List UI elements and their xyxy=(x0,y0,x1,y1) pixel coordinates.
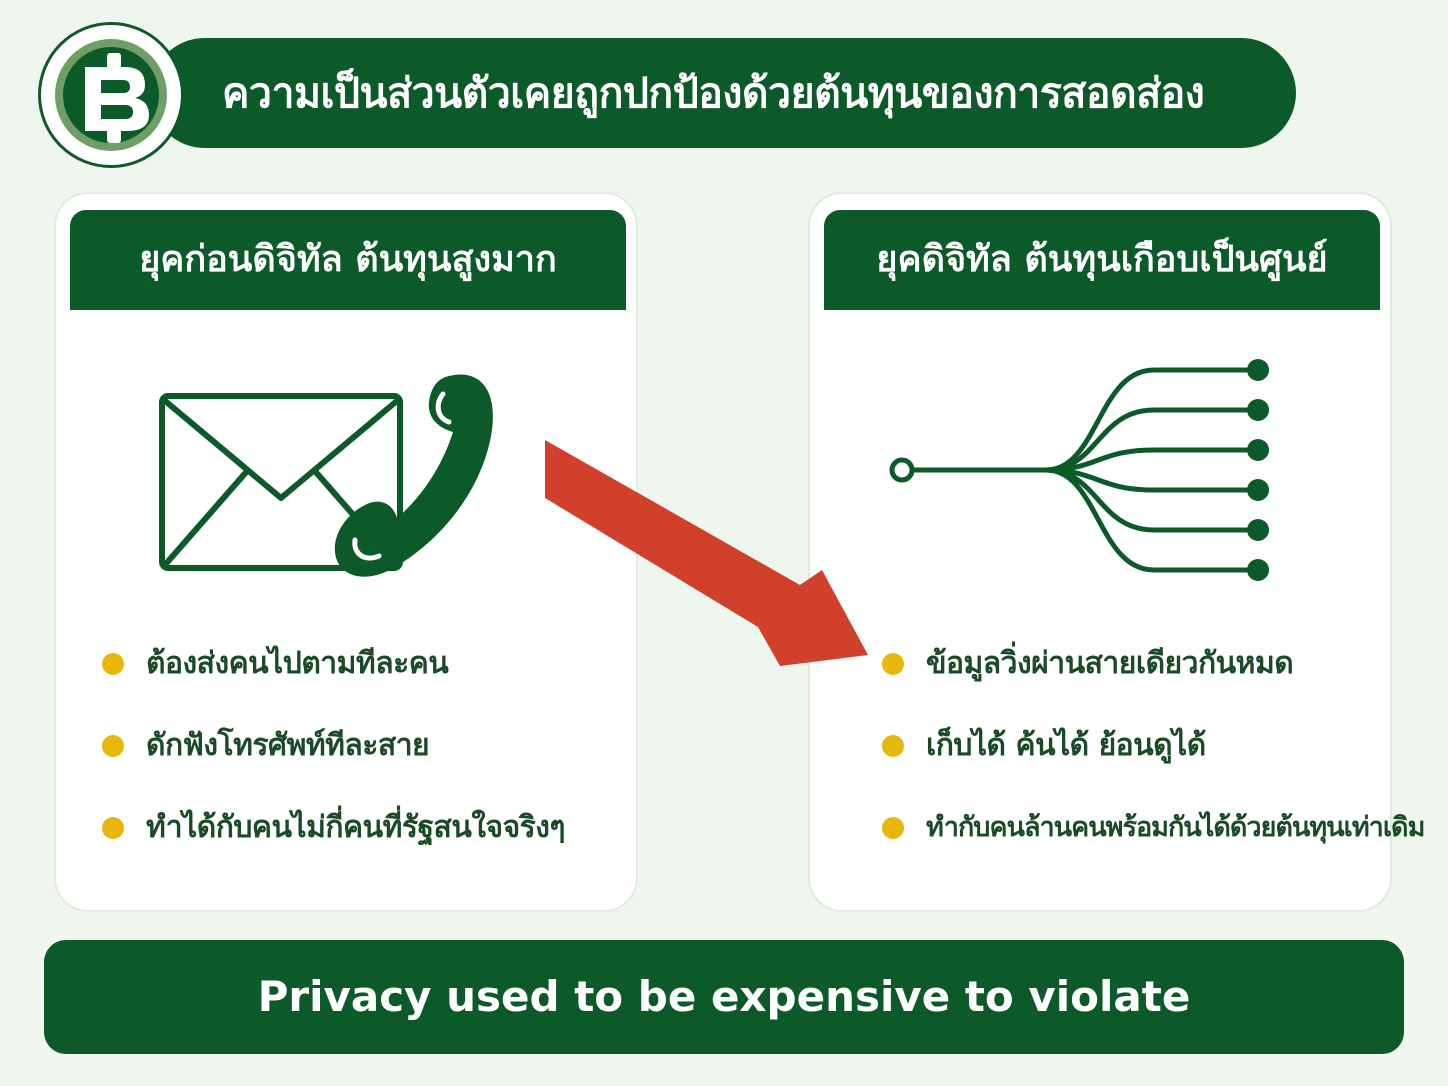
pre-digital-panel-title: ยุคก่อนดิจิทัล ต้นทุนสูงมาก xyxy=(70,210,626,310)
bullet-dot xyxy=(102,817,124,839)
pre-digital-panel: ยุคก่อนดิจิทัล ต้นทุนสูงมาก ต้องส่งคนไปต… xyxy=(54,192,638,912)
header-bar xyxy=(150,38,1296,148)
phone-icon xyxy=(334,374,493,577)
bullet-dot xyxy=(102,735,124,757)
network-branch-icon xyxy=(889,359,1269,581)
bullet-dot xyxy=(882,735,904,757)
logo-badge xyxy=(38,22,184,168)
page-title: ความเป็นส่วนตัวเคยถูกปกป้องด้วยต้นทุนของ… xyxy=(222,69,1205,117)
digital-panel-title: ยุคดิจิทัล ต้นทุนเกือบเป็นศูนย์ xyxy=(824,210,1380,310)
digital-panel: ยุคดิจิทัล ต้นทุนเกือบเป็นศูนย์ ข้อมูลวิ… xyxy=(808,192,1425,912)
baht-icon xyxy=(85,53,149,143)
bullet-dot xyxy=(882,817,904,839)
footer-caption: Privacy used to be expensive to violate xyxy=(257,972,1191,1021)
bullet-dot xyxy=(882,653,904,675)
footer-bar xyxy=(44,940,1404,1054)
bullet-dot xyxy=(102,653,124,675)
